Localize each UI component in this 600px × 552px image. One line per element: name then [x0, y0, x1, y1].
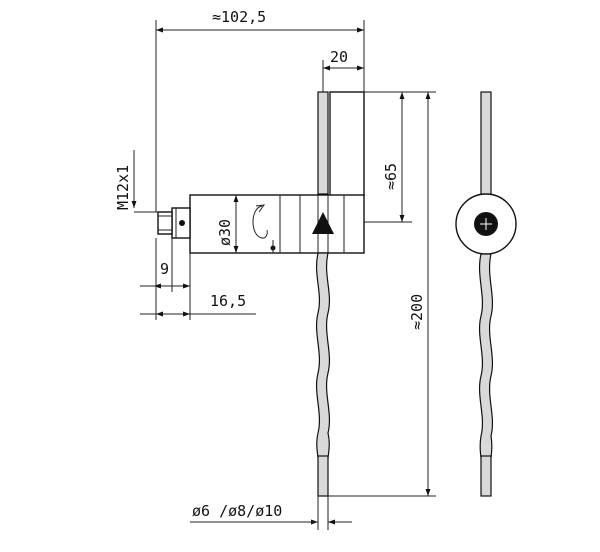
front-pipe-end: [480, 455, 492, 497]
flow-arrow-icon: [312, 212, 334, 234]
dim-pipe-diameters: ø6 /ø8/ø10: [192, 502, 282, 520]
dim-height-upper: ≈65: [382, 163, 400, 190]
dimension-lines: [131, 20, 436, 530]
dim-thread: M12x1: [114, 165, 132, 210]
side-view: [157, 91, 365, 497]
dim-total-height: ≈200: [408, 294, 426, 330]
upper-housing: [329, 91, 365, 197]
pipe-end: [317, 455, 329, 497]
dim-housing-diameter: ø30: [216, 219, 234, 246]
pipe-lower: [315, 252, 331, 459]
dim-connector-a: 9: [160, 260, 169, 278]
front-pipe-lower: [478, 253, 494, 459]
dim-sensor-width: 20: [330, 48, 348, 66]
dim-connector-b: 16,5: [210, 292, 246, 310]
sensor-body: [189, 194, 365, 254]
front-pipe-upper: [480, 91, 492, 197]
dim-overall-length: ≈102,5: [212, 8, 266, 26]
pipe-upper: [317, 91, 329, 195]
rotation-icon: [252, 205, 268, 239]
connector-plug: [157, 211, 173, 235]
front-view: [455, 91, 517, 497]
